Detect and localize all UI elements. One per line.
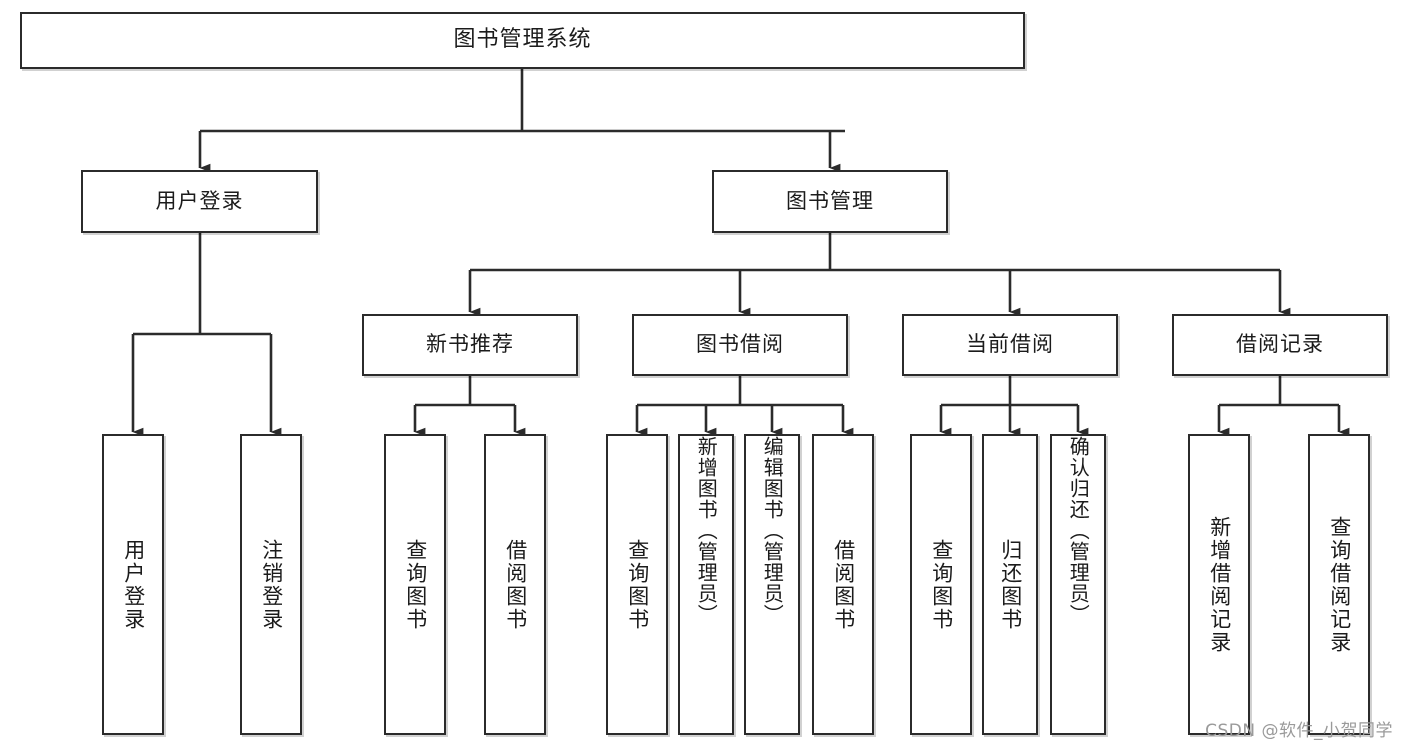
node-label: 图书管理: [786, 188, 874, 213]
node-root-system[interactable]: 图书管理系统: [20, 12, 1025, 69]
node-label: 查询图书: [625, 538, 650, 631]
node-label: 查询图书: [929, 538, 954, 631]
node-label: 编辑图书（管理员）: [760, 436, 785, 625]
leaf-query-book-2[interactable]: 查询图书: [606, 434, 668, 735]
node-label: 用户登录: [121, 538, 146, 631]
node-label: 借阅图书: [503, 538, 528, 631]
node-current-borrow[interactable]: 当前借阅: [902, 314, 1118, 376]
leaf-borrow-book-2[interactable]: 借阅图书: [812, 434, 874, 735]
node-label: 新书推荐: [426, 332, 514, 357]
node-label: 查询图书: [403, 538, 428, 631]
node-user-login[interactable]: 用户登录: [81, 170, 318, 233]
leaf-borrow-book-1[interactable]: 借阅图书: [484, 434, 546, 735]
node-label: 注销登录: [259, 538, 284, 631]
leaf-query-borrow-record[interactable]: 查询借阅记录: [1308, 434, 1370, 735]
node-book-borrow[interactable]: 图书借阅: [632, 314, 848, 376]
leaf-return-book[interactable]: 归还图书: [982, 434, 1038, 735]
node-label: 图书借阅: [696, 332, 784, 357]
node-label: 借阅记录: [1236, 332, 1324, 357]
node-label: 用户登录: [155, 188, 244, 213]
leaf-edit-book-admin[interactable]: 编辑图书（管理员）: [744, 434, 800, 735]
leaf-add-borrow-record[interactable]: 新增借阅记录: [1188, 434, 1250, 735]
leaf-query-book-1[interactable]: 查询图书: [384, 434, 446, 735]
node-new-book-recommend[interactable]: 新书推荐: [362, 314, 578, 376]
leaf-logout[interactable]: 注销登录: [240, 434, 302, 735]
leaf-confirm-return-admin[interactable]: 确认归还（管理员）: [1050, 434, 1106, 735]
node-book-manage[interactable]: 图书管理: [712, 170, 948, 233]
node-borrow-record[interactable]: 借阅记录: [1172, 314, 1388, 376]
node-label: 当前借阅: [966, 332, 1054, 357]
leaf-user-login[interactable]: 用户登录: [102, 434, 164, 735]
csdn-watermark: CSDN @软件_小贺同学: [1205, 721, 1393, 741]
node-label: 借阅图书: [831, 538, 856, 631]
node-label: 新增借阅记录: [1207, 515, 1232, 654]
leaf-query-book-3[interactable]: 查询图书: [910, 434, 972, 735]
node-label: 查询借阅记录: [1327, 515, 1352, 654]
node-label: 新增图书（管理员）: [694, 436, 719, 625]
node-label: 确认归还（管理员）: [1066, 436, 1091, 625]
node-label: 归还图书: [998, 538, 1023, 631]
node-label: 图书管理系统: [453, 27, 592, 53]
leaf-add-book-admin[interactable]: 新增图书（管理员）: [678, 434, 734, 735]
